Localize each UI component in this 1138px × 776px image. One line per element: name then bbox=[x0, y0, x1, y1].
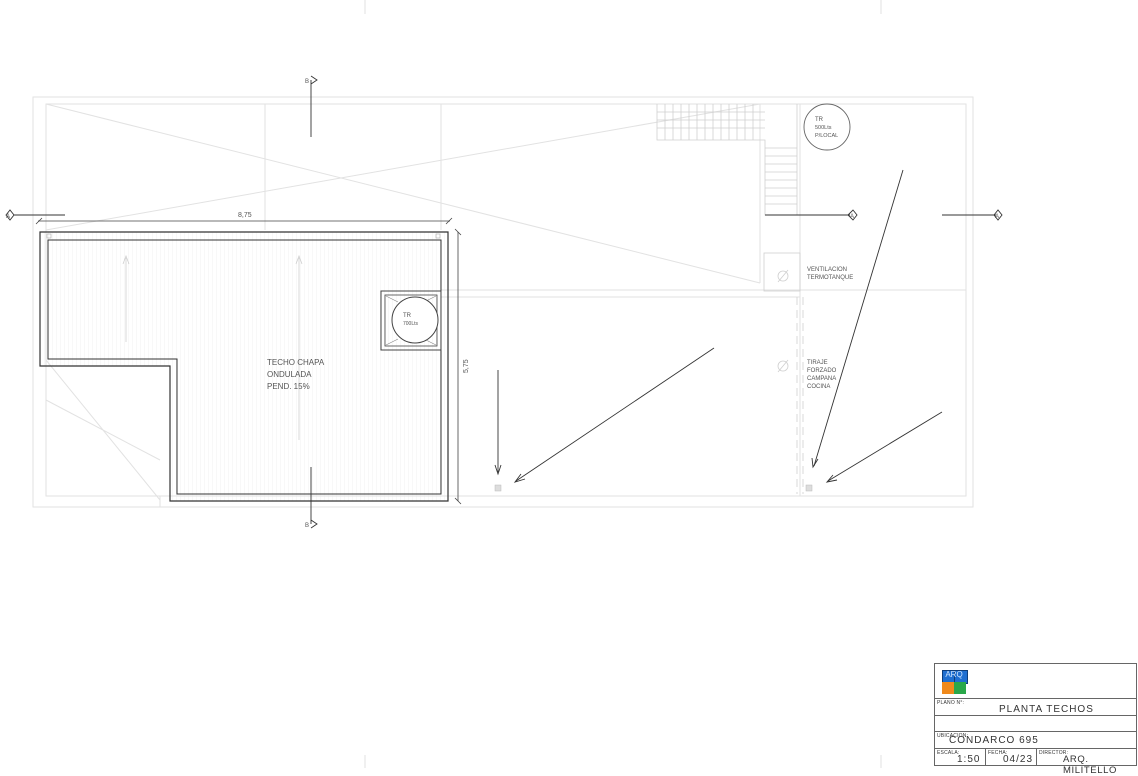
dimension-horizontal-text: 8,75 bbox=[238, 212, 252, 219]
ubicacion-value: CONDARCO 695 bbox=[949, 735, 1039, 746]
section-a-right-label: A bbox=[995, 214, 999, 220]
dimension-vertical-text: 5,75 bbox=[463, 359, 470, 373]
roof-note: TECHO CHAPA ONDULADA PEND. 15% bbox=[267, 358, 325, 391]
exhaust-note-line-2: FORZADO bbox=[807, 368, 837, 374]
water-tank-small: TR 700Lts bbox=[380, 290, 442, 351]
exhaust-note-line-4: COCINA bbox=[807, 384, 830, 390]
tb-divider-2 bbox=[935, 715, 1136, 716]
exhaust-note-line-3: CAMPANA bbox=[807, 376, 836, 382]
roof-note-line-2: ONDULADA bbox=[267, 370, 312, 379]
roof-note-line-3: PEND. 15% bbox=[267, 382, 310, 391]
ventilation-symbols bbox=[763, 252, 804, 494]
exhaust-note: TIRAJE FORZADO CAMPANA COCINA bbox=[807, 360, 837, 390]
section-b-bottom-label: B bbox=[305, 523, 309, 529]
director-value: ARQ. MILITELLO bbox=[1063, 754, 1117, 776]
logo: ARQ bbox=[941, 669, 968, 695]
plano-title: PLANTA TECHOS bbox=[999, 704, 1094, 715]
roof-note-line-1: TECHO CHAPA bbox=[267, 358, 325, 367]
stair bbox=[656, 104, 798, 216]
drainage-arrows bbox=[494, 169, 943, 483]
section-b-top-label: B bbox=[305, 79, 309, 85]
roof-slab bbox=[39, 231, 449, 502]
fecha-value: 04/23 bbox=[1003, 754, 1034, 765]
tb-col-divider-1 bbox=[985, 748, 986, 766]
title-block: ARQ PLANO N°: PLANTA TECHOS UBICACION: C… bbox=[934, 663, 1137, 776]
ventilation-note-line-2: TERMOTANQUE bbox=[807, 275, 853, 281]
fecha-label: FECHA: bbox=[988, 750, 1008, 756]
logo-green-square bbox=[954, 682, 966, 694]
tb-divider-4 bbox=[935, 748, 1136, 749]
section-a-mid-label: A bbox=[850, 214, 854, 220]
tb-col-divider-2 bbox=[1036, 748, 1037, 766]
ventilation-note-line-1: VENTILACION bbox=[807, 267, 847, 273]
tb-divider-3 bbox=[935, 731, 1136, 732]
tank-small-label-2: 700Lts bbox=[403, 321, 419, 327]
tank-large-label-2: 500Lts bbox=[815, 125, 832, 131]
escala-label: ESCALA: bbox=[937, 750, 960, 756]
section-b-markers bbox=[310, 75, 318, 529]
director-label: DIRECTOR: bbox=[1039, 750, 1069, 756]
water-tank-large: TR 500Lts P/LOCAL bbox=[803, 103, 851, 151]
sheet-ticks bbox=[364, 0, 882, 768]
dimension-horizontal: 8,75 bbox=[35, 212, 453, 225]
section-a-markers bbox=[5, 209, 1003, 221]
ubicacion-label: UBICACION: bbox=[937, 733, 969, 739]
tank-large-label-1: TR bbox=[815, 117, 824, 123]
plano-label: PLANO N°: bbox=[937, 700, 965, 706]
section-a-left-label: A bbox=[6, 214, 10, 220]
exhaust-note-line-1: TIRAJE bbox=[807, 360, 828, 366]
escala-value: 1:50 bbox=[957, 754, 981, 765]
tank-small-label-1: TR bbox=[403, 313, 412, 319]
slope-arrows bbox=[122, 254, 303, 440]
ventilation-note: VENTILACION TERMOTANQUE bbox=[807, 267, 853, 281]
logo-text: ARQ bbox=[945, 670, 963, 679]
logo-orange-square bbox=[942, 682, 954, 694]
tank-large-label-3: P/LOCAL bbox=[815, 133, 838, 139]
dimension-vertical: 5,75 bbox=[454, 228, 470, 505]
drain-points bbox=[494, 484, 813, 492]
tb-divider-1 bbox=[935, 698, 1136, 699]
